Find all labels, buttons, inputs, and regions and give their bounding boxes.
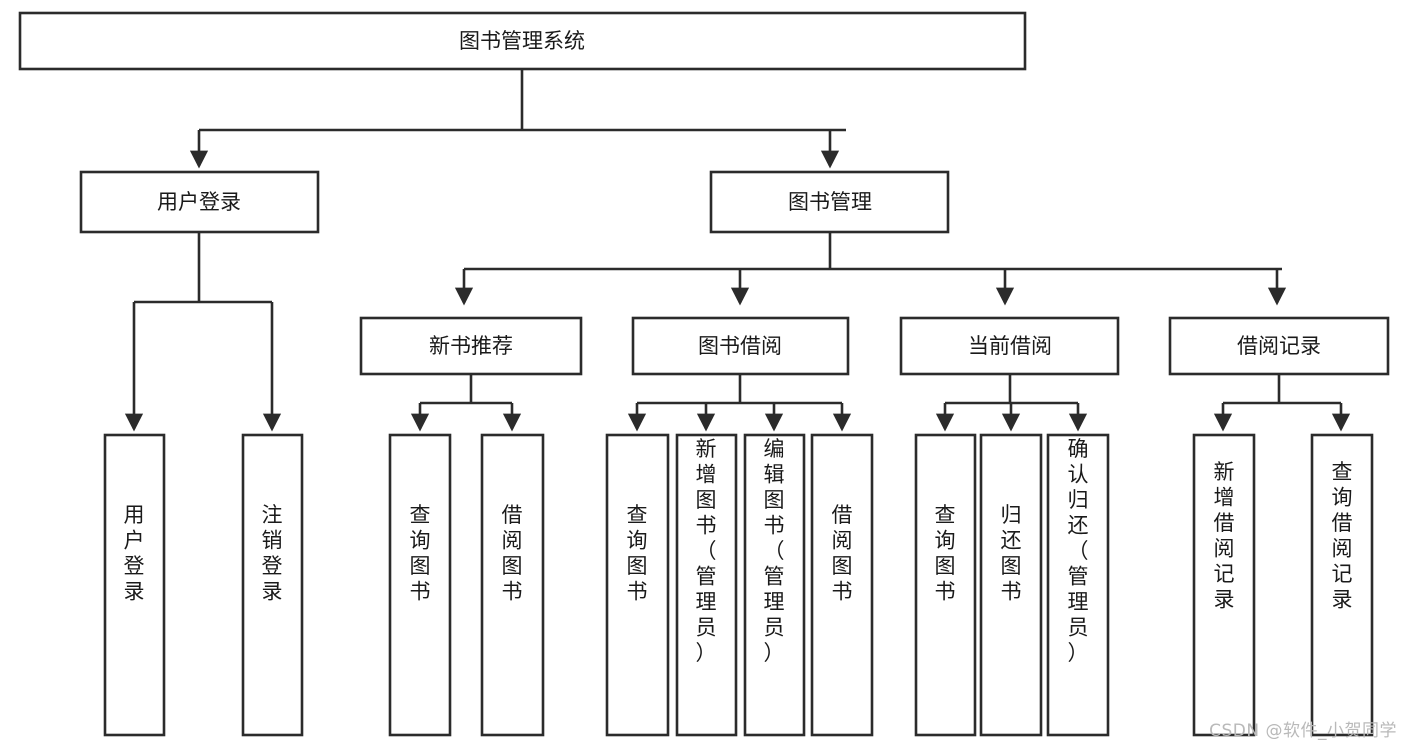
connector-current-borrow-to-leaves xyxy=(935,375,1088,432)
leaf-user-login-0-label: 用户登录 xyxy=(124,503,145,604)
leaf-current-borrow-1[interactable]: 归还图书 xyxy=(979,433,1043,737)
leaf-borrow-record-0-label: 新增借阅记录 xyxy=(1214,460,1235,612)
leaf-book-borrow-0[interactable]: 查询图书 xyxy=(605,433,670,737)
leaf-book-borrow-1[interactable]: 新增图书（管理员） xyxy=(675,433,738,737)
leaf-book-borrow-1-label: 新增图书（管理员） xyxy=(696,437,717,665)
leaf-new-book-0-label: 查询图书 xyxy=(410,503,431,604)
leaf-new-book-1-label: 借阅图书 xyxy=(502,503,523,604)
node-user-login[interactable]: 用户登录 xyxy=(79,170,320,234)
node-book-manage[interactable]: 图书管理 xyxy=(709,170,950,234)
leaf-book-borrow-2[interactable]: 编辑图书（管理员） xyxy=(743,433,806,737)
node-book-borrow-label: 图书借阅 xyxy=(698,334,782,358)
node-root-label: 图书管理系统 xyxy=(459,29,585,53)
node-current-borrow[interactable]: 当前借阅 xyxy=(899,316,1120,376)
node-new-book-recommend-label: 新书推荐 xyxy=(429,334,513,358)
csdn-watermark: CSDN @软件_小贺同学 xyxy=(1209,721,1397,741)
leaf-borrow-record-1-label: 查询借阅记录 xyxy=(1332,460,1353,612)
node-book-manage-label: 图书管理 xyxy=(788,190,872,214)
leaf-new-book-0[interactable]: 查询图书 xyxy=(388,433,452,737)
leaf-user-login-1[interactable]: 注销登录 xyxy=(241,433,304,737)
leaf-borrow-record-1[interactable]: 查询借阅记录 xyxy=(1310,433,1374,737)
leaf-borrow-record-0[interactable]: 新增借阅记录 xyxy=(1192,433,1256,737)
leaf-current-borrow-2-label: 确认归还（管理员） xyxy=(1068,437,1089,665)
node-book-borrow[interactable]: 图书借阅 xyxy=(631,316,850,376)
connector-root-to-level2 xyxy=(189,69,846,169)
leaf-book-borrow-0-label: 查询图书 xyxy=(627,503,648,604)
connector-book-borrow-to-leaves xyxy=(627,375,852,432)
leaf-new-book-1[interactable]: 借阅图书 xyxy=(480,433,545,737)
leaf-current-borrow-0-label: 查询图书 xyxy=(935,503,956,604)
connector-borrow-record-to-leaves xyxy=(1213,375,1351,432)
leaf-current-borrow-1-label: 归还图书 xyxy=(1001,503,1022,604)
node-borrow-record[interactable]: 借阅记录 xyxy=(1168,316,1390,376)
connector-user-login-to-leaves xyxy=(124,233,282,432)
node-current-borrow-label: 当前借阅 xyxy=(968,334,1052,358)
leaf-user-login-0[interactable]: 用户登录 xyxy=(103,433,166,737)
connector-new-book-to-leaves xyxy=(410,375,522,432)
node-user-login-label: 用户登录 xyxy=(157,190,241,214)
connector-book-manage-to-level3 xyxy=(454,233,1287,306)
leaf-book-borrow-2-label: 编辑图书（管理员） xyxy=(764,437,785,665)
leaf-current-borrow-2[interactable]: 确认归还（管理员） xyxy=(1046,433,1110,737)
leaf-book-borrow-3-label: 借阅图书 xyxy=(832,503,853,604)
leaf-book-borrow-3[interactable]: 借阅图书 xyxy=(810,433,874,737)
leaf-current-borrow-0[interactable]: 查询图书 xyxy=(914,433,977,737)
leaf-user-login-1-label: 注销登录 xyxy=(262,503,283,604)
node-borrow-record-label: 借阅记录 xyxy=(1237,334,1321,358)
node-root[interactable]: 图书管理系统 xyxy=(18,11,1027,71)
node-new-book-recommend[interactable]: 新书推荐 xyxy=(359,316,583,376)
